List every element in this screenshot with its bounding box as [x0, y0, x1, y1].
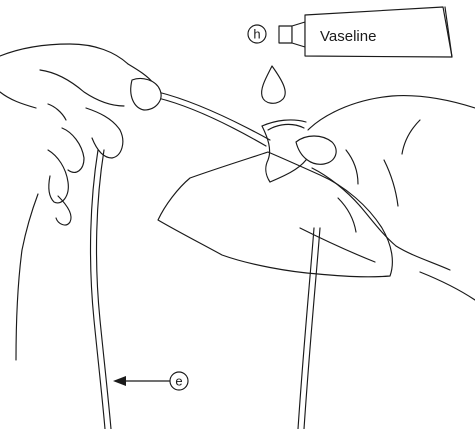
tube-brand-text: Vaseline: [320, 28, 376, 45]
callout-e: e: [113, 372, 188, 390]
left-hand: [0, 44, 161, 360]
vaseline-tube: Vaseline: [279, 7, 452, 57]
callout-h-label: h: [253, 27, 260, 42]
callout-h: h: [248, 25, 266, 43]
bag: [158, 120, 392, 277]
callout-e-arrowhead: [113, 376, 126, 386]
vaseline-droplet: [262, 66, 286, 103]
tube-shoulder: [292, 22, 305, 47]
callout-e-label: e: [175, 374, 182, 389]
tube-cap: [279, 26, 292, 43]
